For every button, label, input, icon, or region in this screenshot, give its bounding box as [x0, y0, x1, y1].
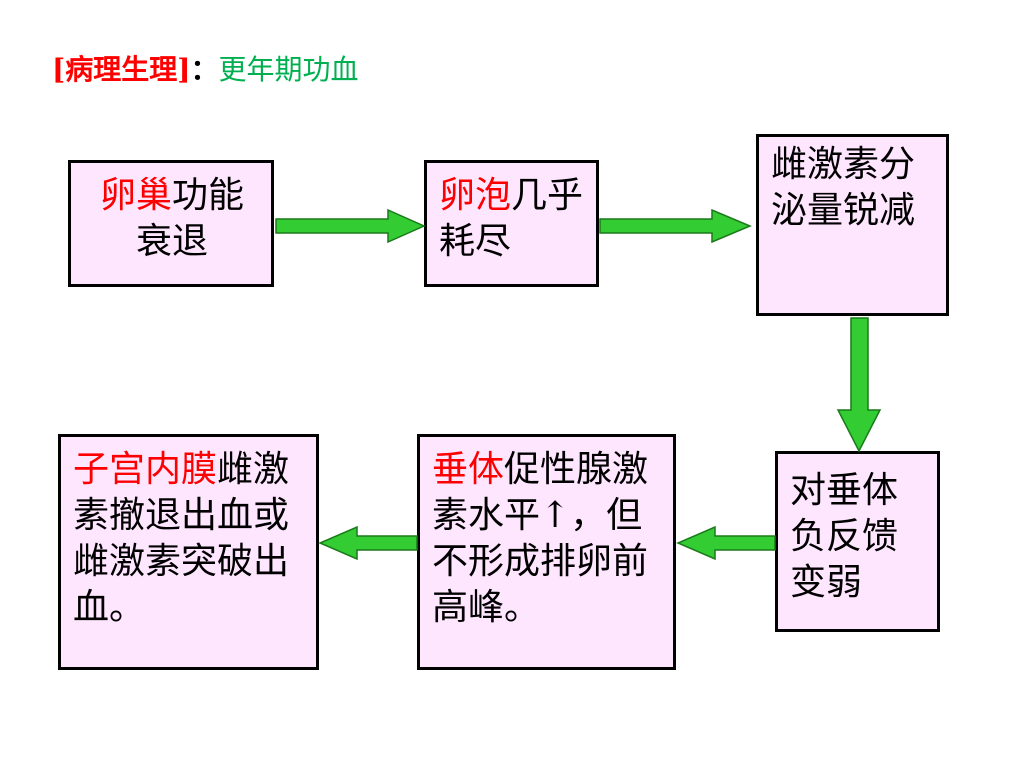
node-ovary-highlight: 卵巢	[99, 175, 172, 216]
node-endometrium-highlight: 子宫内膜	[73, 449, 218, 490]
arrow-estrogen-to-feedback	[836, 317, 882, 453]
node-pituitary-text: 促性腺激素水平↑，但不形成排卵前高峰。	[432, 449, 649, 628]
arrow-feedback-to-pituitary	[676, 525, 776, 561]
node-estrogen: 雌激素分泌量锐减	[756, 134, 949, 316]
arrow-follicle-to-estrogen	[599, 208, 752, 244]
node-endometrium-text: 雌激素撤退出血或雌激素突破出血。	[73, 449, 290, 628]
title-colon: ：	[190, 53, 219, 86]
node-ovary: 卵巢功能衰退	[68, 160, 274, 287]
node-endometrium: 子宫内膜雌激素撤退出血或雌激素突破出血。	[58, 434, 319, 670]
node-follicle: 卵泡几乎耗尽	[424, 160, 599, 287]
node-feedback: 对垂体负反馈变弱	[775, 451, 940, 632]
page-title: [病理生理]：更年期功血	[52, 50, 359, 90]
node-estrogen-text: 雌激素分泌量锐减	[771, 144, 916, 231]
node-follicle-highlight: 卵泡	[439, 175, 512, 216]
node-feedback-text: 对垂体负反馈变弱	[790, 470, 899, 603]
node-pituitary: 垂体促性腺激素水平↑，但不形成排卵前高峰。	[417, 434, 676, 670]
node-ovary-text: 功能衰退	[135, 175, 245, 262]
node-follicle-text: 几乎耗尽	[439, 175, 584, 262]
title-lead: [病理生理]	[52, 53, 191, 86]
arrow-ovary-to-follicle	[275, 208, 426, 244]
title-subtitle: 更年期功血	[218, 53, 359, 86]
node-pituitary-highlight: 垂体	[432, 449, 505, 490]
arrow-pituitary-to-endometrium	[318, 525, 418, 561]
